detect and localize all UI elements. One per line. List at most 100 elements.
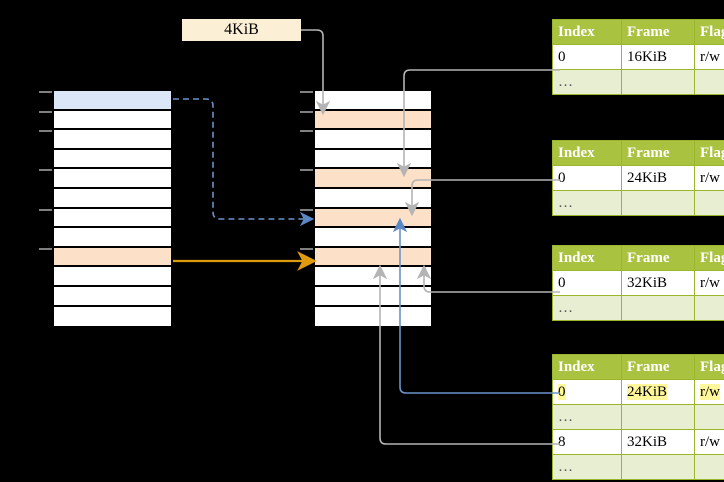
cell-flags	[694, 295, 724, 321]
page-table-level-1: IndexFrameFlags016KiBr/w…	[552, 19, 724, 95]
cell-index: …	[552, 454, 622, 480]
memory-row	[315, 130, 431, 150]
row-tick-mark	[300, 130, 313, 133]
memory-row	[54, 247, 171, 268]
memory-row	[315, 208, 431, 229]
cell-index: 0	[552, 44, 622, 70]
table-header-row: IndexFrameFlags	[552, 245, 724, 271]
cell-frame	[621, 454, 695, 480]
cell-frame	[621, 69, 695, 95]
memory-row	[315, 286, 431, 307]
cell-index: …	[552, 404, 622, 430]
row-tick-mark	[300, 91, 313, 93]
table-row[interactable]: …	[552, 454, 724, 480]
column-header-frame: Frame	[621, 19, 695, 45]
cell-flags	[694, 190, 724, 216]
cell-flags	[694, 454, 724, 480]
cell-index: 0	[552, 379, 622, 405]
memory-row	[54, 91, 171, 111]
memory-row	[54, 306, 171, 327]
row-tick-mark	[300, 169, 313, 172]
table-header-row: IndexFrameFlags	[552, 354, 724, 380]
wire-table3-to-frame	[416, 264, 560, 293]
column-header-flags: Flags	[694, 245, 724, 271]
cell-flags: r/w	[694, 165, 724, 191]
row-tick-mark	[39, 130, 52, 133]
memory-row	[315, 110, 431, 131]
cell-flags	[694, 404, 724, 430]
row-tick-mark	[39, 169, 52, 172]
table-header-row: IndexFrameFlags	[552, 140, 724, 166]
cell-index: 0	[552, 270, 622, 296]
memory-row	[54, 169, 171, 189]
column-header-frame: Frame	[621, 245, 695, 271]
cell-flags: r/w	[694, 379, 724, 405]
row-tick-mark	[39, 208, 52, 211]
memory-row	[54, 286, 171, 307]
column-header-flags: Flags	[694, 354, 724, 380]
row-tick-mark	[39, 91, 52, 93]
cell-index: …	[552, 190, 622, 216]
cell-frame	[621, 404, 695, 430]
cell-frame: 24KiB	[621, 165, 695, 191]
cell-flags: r/w	[694, 429, 724, 455]
row-tick-mark	[300, 247, 313, 250]
cell-index: …	[552, 295, 622, 321]
column-header-index: Index	[552, 140, 622, 166]
page-table-level-4: IndexFrameFlags024KiBr/w…832KiBr/w…	[552, 354, 724, 480]
table-row[interactable]: …	[552, 404, 724, 430]
cell-flags: r/w	[694, 270, 724, 296]
column-header-index: Index	[552, 19, 622, 45]
memory-row	[54, 149, 171, 170]
cell-frame: 32KiB	[621, 270, 695, 296]
page-size-label: 4KiB	[182, 19, 301, 41]
column-header-index: Index	[552, 245, 622, 271]
column-header-flags: Flags	[694, 19, 724, 45]
physical-memory-column	[313, 89, 433, 329]
memory-row	[54, 130, 171, 150]
memory-row	[54, 228, 171, 248]
page-table-level-3: IndexFrameFlags032KiBr/w…	[552, 245, 724, 321]
cell-frame: 16KiB	[621, 44, 695, 70]
row-tick-mark	[39, 247, 52, 250]
table-row[interactable]: …	[552, 69, 724, 95]
table-row[interactable]: …	[552, 190, 724, 216]
table-header-row: IndexFrameFlags	[552, 19, 724, 45]
memory-row	[315, 149, 431, 170]
cell-frame	[621, 190, 695, 216]
column-header-frame: Frame	[621, 140, 695, 166]
memory-row	[315, 188, 431, 209]
memory-row	[315, 267, 431, 287]
cell-frame: 32KiB	[621, 429, 695, 455]
page-table-level-2: IndexFrameFlags024KiBr/w…	[552, 140, 724, 216]
memory-row	[315, 91, 431, 111]
memory-row	[315, 306, 431, 327]
memory-row	[54, 267, 171, 287]
cell-frame: 24KiB	[621, 379, 695, 405]
table-row[interactable]: …	[552, 295, 724, 321]
row-tick-mark	[300, 110, 313, 113]
cell-index: 0	[552, 165, 622, 191]
row-tick-mark	[300, 208, 313, 211]
column-header-index: Index	[552, 354, 622, 380]
wire-table2-to-frame	[404, 179, 560, 217]
virtual-address-space-column	[52, 89, 173, 329]
cell-index: …	[552, 69, 622, 95]
column-header-frame: Frame	[621, 354, 695, 380]
cell-index: 8	[552, 429, 622, 455]
row-tick-mark	[39, 110, 52, 113]
memory-row	[315, 247, 431, 268]
memory-row	[54, 110, 171, 131]
wire-virtual-to-physical-dashed	[173, 98, 315, 227]
column-header-flags: Flags	[694, 140, 724, 166]
cell-frame	[621, 295, 695, 321]
cell-flags: r/w	[694, 44, 724, 70]
memory-row	[315, 169, 431, 189]
cell-flags	[694, 69, 724, 95]
